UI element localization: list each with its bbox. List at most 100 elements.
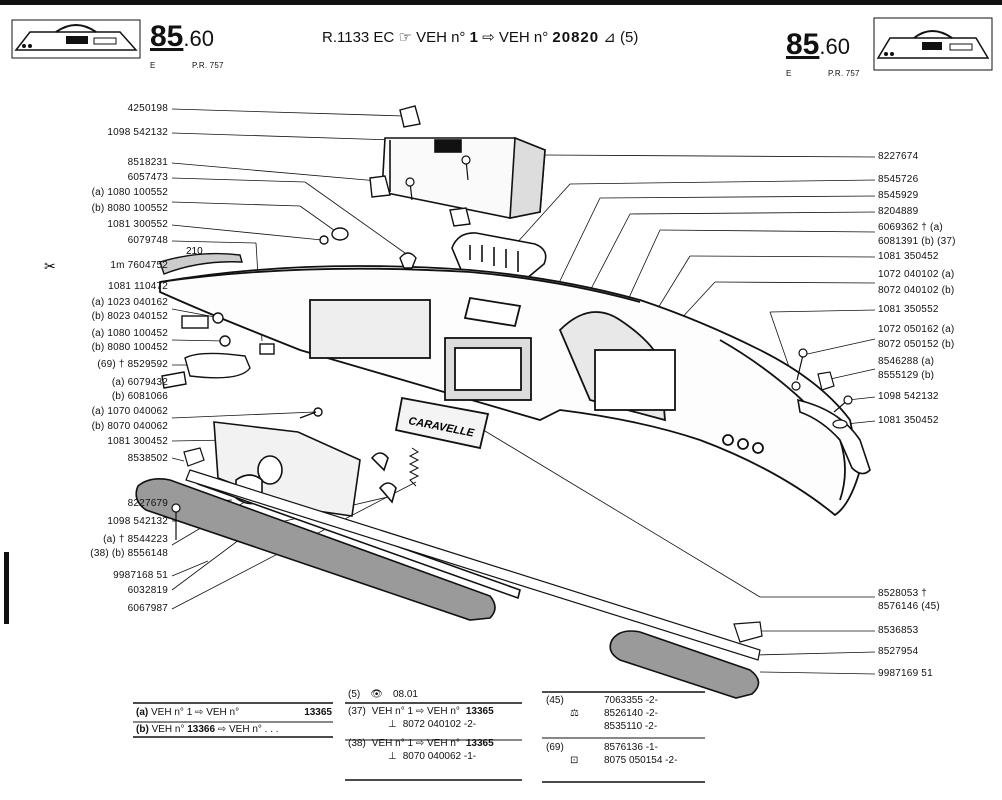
right-label: 1081 350452 [878,251,939,262]
legend-part: 8070 040062 -1- [402,751,477,762]
left-label: 9987168 51 [113,570,168,581]
left-label: (a) 1080 100552 [91,187,168,198]
right-label: 1072 050162 (a) [878,324,955,335]
dashboard-body [159,265,861,517]
left-label: 4250198 [127,103,168,114]
caravelle-badge [394,396,490,450]
screw-lower [171,503,181,540]
pr-code-left: P.R. 757 [192,61,224,70]
bolt-symbol-icon: ⊥ [388,751,397,762]
left-label: 1081 110472 [108,281,168,292]
left-label: (a) 1080 100452 [91,328,168,339]
right-label: 1081 350452 [878,415,939,426]
right-label: 8536853 [878,625,919,636]
page-number-main-right: 85 [786,28,820,61]
header-right-thumbnail [872,14,994,74]
right-label: 9987169 51 [878,668,933,679]
right-label: 8576146 (45) [878,601,940,612]
veh-note: (5) [620,29,639,46]
legend-group-69: (69) ⊡ 8576136 -1- 8075 050154 -2- [546,741,706,767]
header-title: R.1133 EC ☞ VEH n° 1 ⇨ VEH n° 20820 ⊿ (5… [322,28,638,46]
legend-text: VEH n° 1 ⇨ VEH n° [371,706,460,717]
left-label: 6032819 [127,585,168,596]
screws-upper [405,155,471,201]
left-label: 8518231 [127,157,168,168]
bolt-symbol-icon: ⊥ [388,719,397,730]
page-number-right: 85.60 [786,28,850,62]
left-label: 1098 542132 [107,516,168,527]
corner-letter-right: E [786,69,792,78]
clip-part [183,447,205,467]
legend-part: 8075 050154 -2- [604,755,678,766]
legend-value-b: 13366 [187,724,216,735]
legend-ref: (45) [546,695,564,706]
left-label: 6067987 [127,603,168,614]
right-label: 8204889 [878,206,919,217]
legend-ref: (69) [546,742,564,753]
box-symbol-icon: ⊡ [570,755,579,766]
legend-mid-row: (5) 👁 08.01 [348,688,522,701]
page-number-left: 85.60 [150,20,214,54]
legend-part: 7063355 -2- [604,695,658,706]
right-label: 1081 350552 [878,304,939,315]
spring [408,447,420,487]
legend-tail-b: ⇨ VEH n° . . . [217,724,279,735]
legend-text-b: VEH n° [151,724,185,735]
scales-icon: ⚖ [570,708,579,719]
left-label: 6057473 [127,172,168,183]
legend-mid-row: ⊥ 8070 040062 -1- [348,750,522,763]
pr-code-right: P.R. 757 [828,69,860,78]
ashtray-panel [213,421,397,517]
left-label: (69) † 8529592 [97,359,168,370]
left-label: 6079748 [127,235,168,246]
legend-value: 13365 [465,706,494,717]
left-label: (b) 8023 040152 [91,311,168,322]
header-left-thumbnail [10,12,142,62]
right-label: 8072 040102 (b) [878,285,955,296]
scissors-icon: ✂ [44,258,56,274]
right-label: 8527954 [878,646,919,657]
legend-text: VEH n° 1 ⇨ VEH n° [371,738,460,749]
page-number-sub-right: .60 [819,34,850,59]
dimension-label: 210 [186,246,203,257]
left-label: 8227679 [127,498,168,509]
eye-icon: 👁 [370,689,383,700]
right-label: 6069362 † (a) [878,222,943,233]
legend-row-a: (a) VEH n° 1 ⇨ VEH n° 13365 [136,706,332,719]
left-label: (b) 6081066 [111,391,168,402]
legend-key-b: (b) [136,724,149,735]
right-label: 8528053 † [878,588,928,599]
left-label: (b) 8080 100552 [91,203,168,214]
left-parts [159,227,417,419]
model-code: R.1133 EC [322,29,395,46]
legend-ab: (a) VEH n° 1 ⇨ VEH n° 13365 (b) VEH n° 1… [136,706,332,736]
left-label: (a) 1023 040162 [91,297,168,308]
left-label: (b) 8080 100452 [91,342,168,353]
legend-ref: (37) [348,706,366,717]
legend-part: 8576136 -1- [604,742,658,753]
right-label: 8545929 [878,190,919,201]
left-label: 1098 542132 [107,127,168,138]
legend-group-45: (45) ⚖ 7063355 -2- 8526140 -2- 8535110 -… [546,694,706,733]
left-label: (a) 6079432 [111,377,168,388]
right-label: 1072 040102 (a) [878,269,955,280]
top-rule [0,0,1002,5]
legend-mid-row: ⊥ 8072 040102 -2- [348,718,522,731]
veh-to-label: VEH n° [498,29,549,46]
legend-ref: (5) [348,689,361,700]
corner-letter-left: E [150,61,156,70]
legend-part: 8526140 -2- [604,708,658,719]
legend-mid-row: (37) VEH n° 1 ⇨ VEH n° 13365 [348,705,522,718]
right-label: 8072 050152 (b) [878,339,955,350]
legend-mid-row: (38) VEH n° 1 ⇨ VEH n° 13365 [348,737,522,750]
right-label: 1098 542132 [878,391,939,402]
lower-rail-right [609,630,760,699]
right-label: 8545726 [878,174,919,185]
left-label: (38) (b) 8556148 [90,548,168,559]
glove-box-housing [381,136,546,219]
left-label: 1081 300452 [107,436,168,447]
legend-value: 13365 [465,738,494,749]
rail-clip [733,621,763,643]
veh-to-value: 20820 [552,29,600,46]
